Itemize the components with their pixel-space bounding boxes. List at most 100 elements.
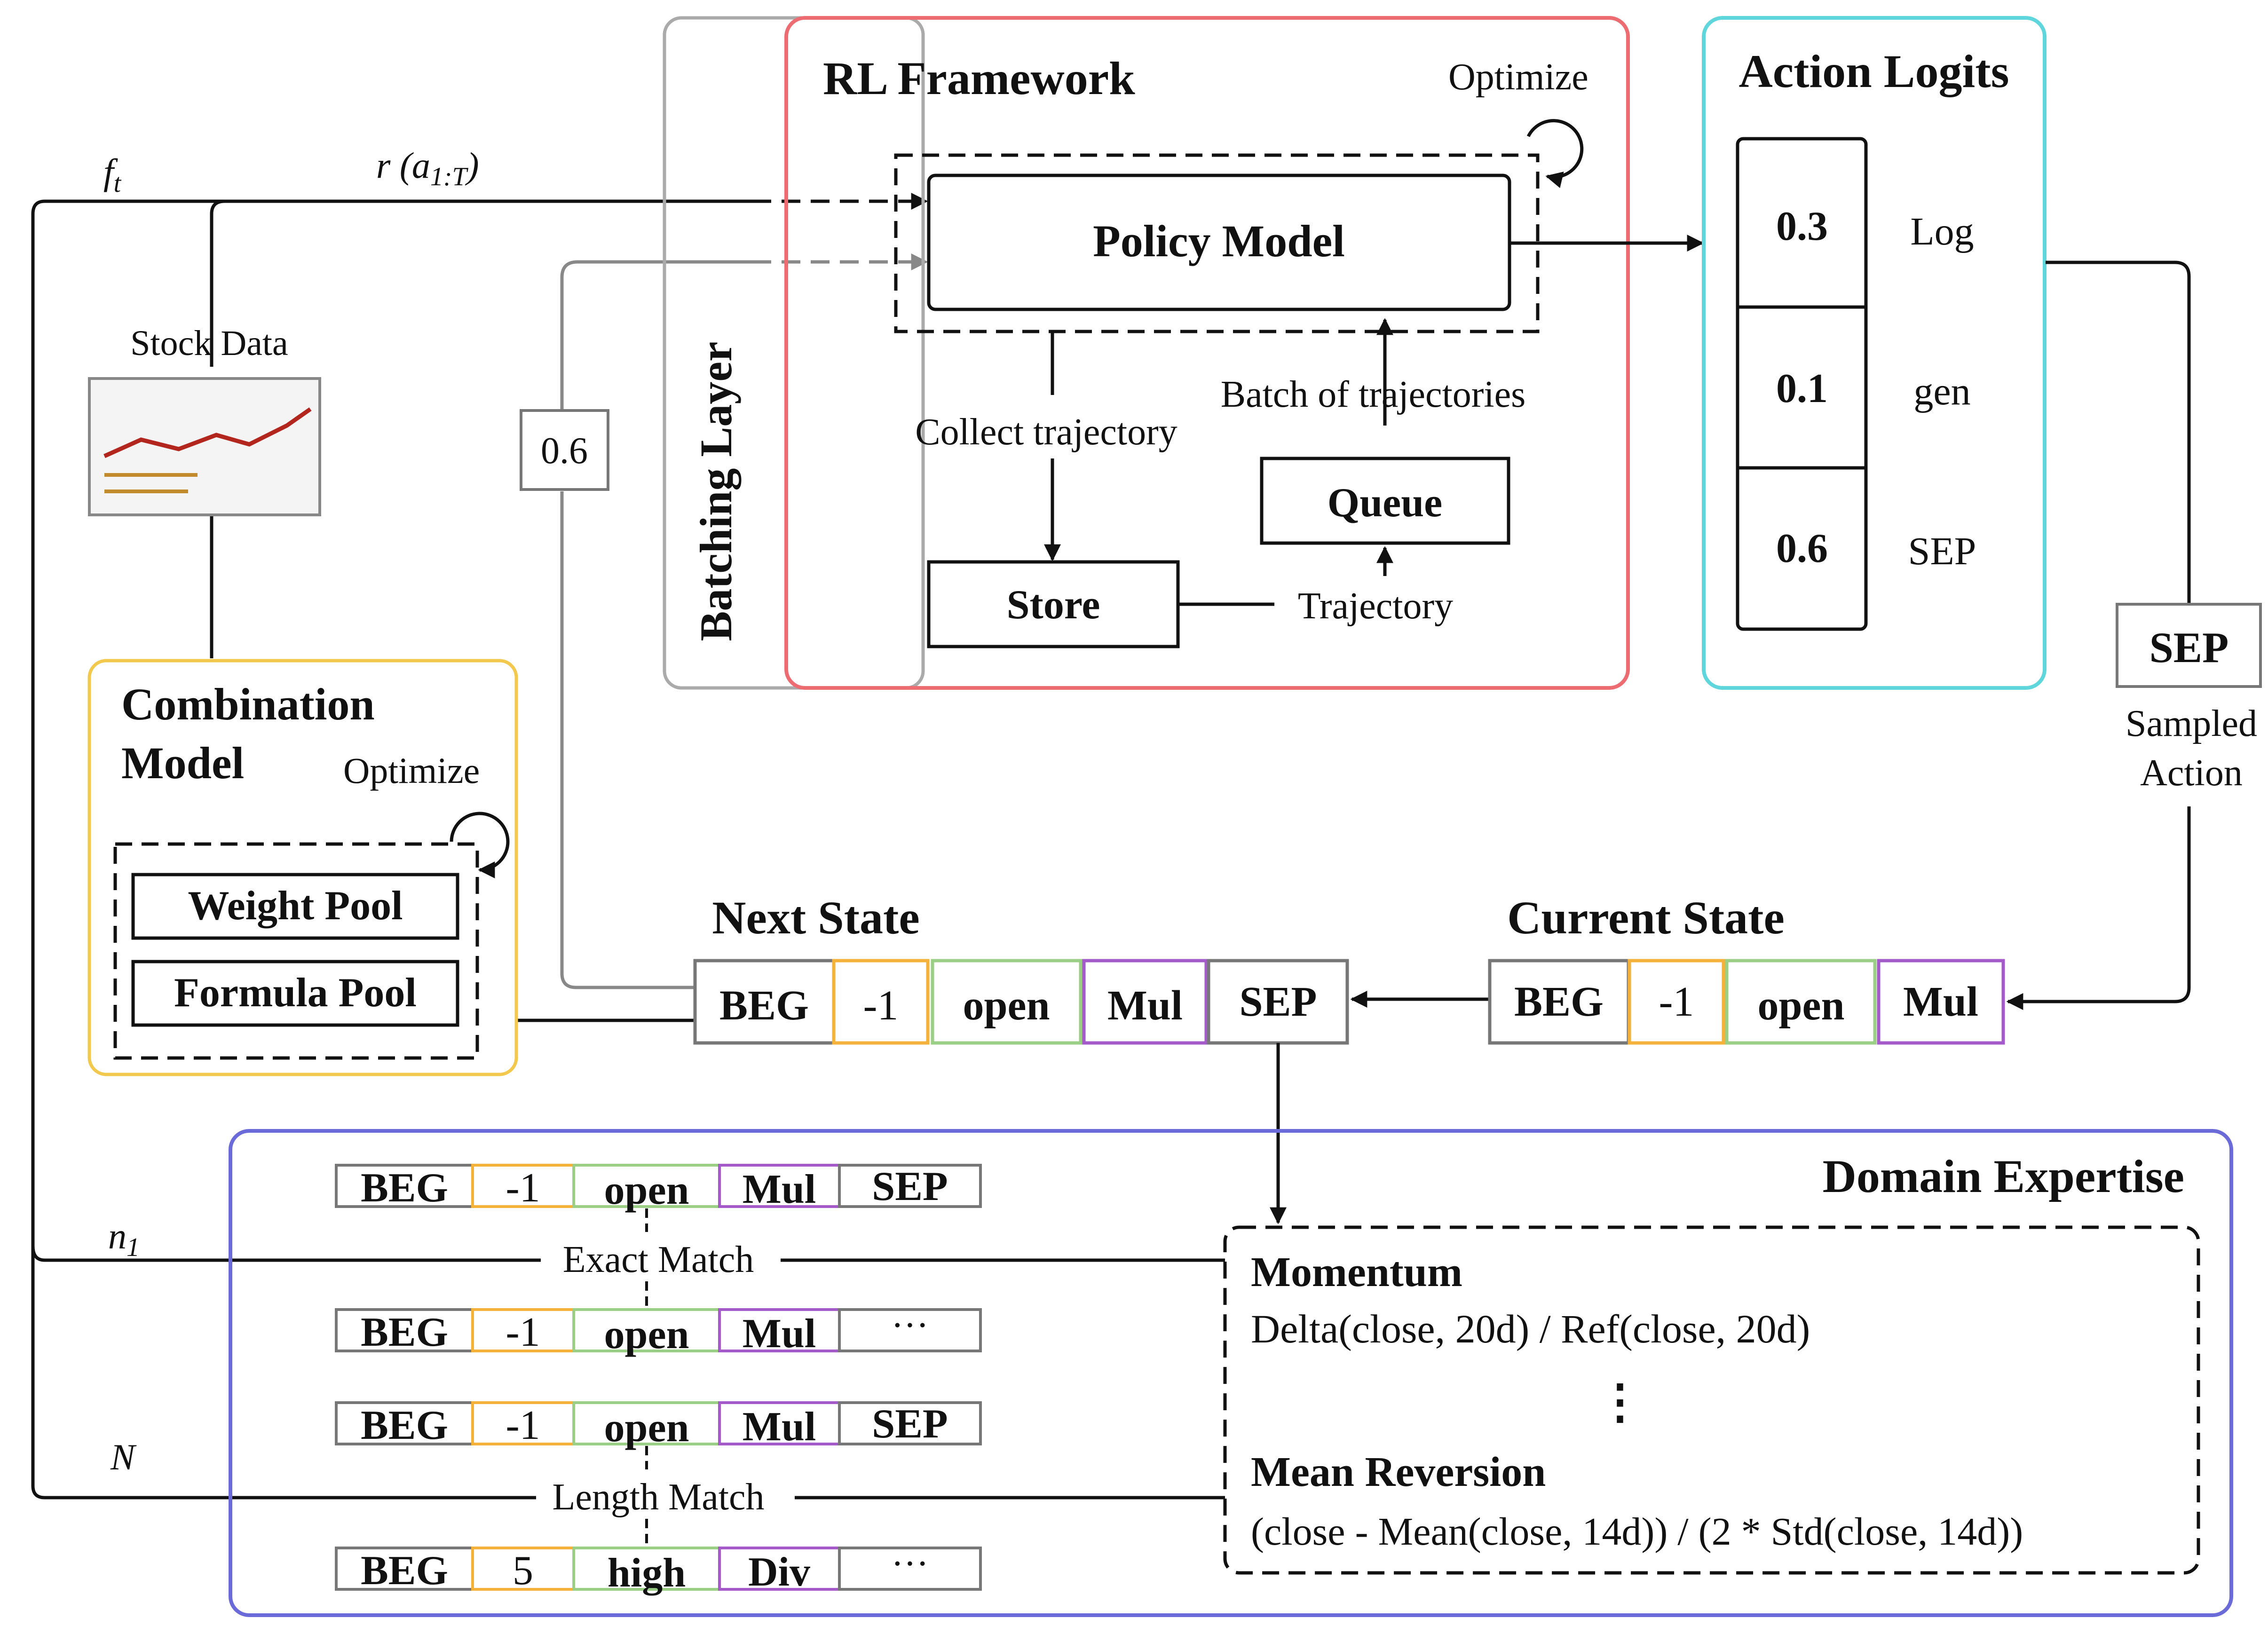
next-state-feedback — [560, 253, 928, 989]
svg-text:SEP: SEP — [872, 1164, 948, 1209]
domain-expertise-border — [229, 1129, 2233, 1617]
input-labels: ft r (a1:T) n1 N — [103, 145, 479, 1477]
store-box — [927, 560, 1180, 648]
state-token — [1628, 959, 1725, 1045]
svg-text:r (a1:T): r (a1:T) — [376, 145, 479, 191]
stock-data: Stock Data — [88, 324, 321, 516]
logit-row: 0.3 Log — [1776, 204, 1974, 253]
rl-optimize: Optimize — [1448, 56, 1588, 98]
rl-framework: RL Framework Optimize Policy Model Colle… — [784, 16, 1704, 690]
state-token — [832, 959, 930, 1045]
svg-text:SEP: SEP — [1239, 979, 1317, 1025]
svg-text:-1: -1 — [506, 1310, 540, 1355]
weight-pool — [131, 873, 459, 940]
queue-box — [1260, 457, 1510, 545]
batching-layer-border — [663, 16, 925, 690]
svg-text:N: N — [110, 1437, 137, 1477]
mean-reversion-title: Mean Reversion — [1251, 1449, 1546, 1495]
svg-text:5: 5 — [513, 1548, 533, 1594]
policy-dashed-box — [894, 153, 1540, 333]
combination-model-border — [87, 659, 518, 1076]
domain-expertise: Domain Expertise BEG -1 open Mul SEP Exa… — [229, 1129, 2233, 1617]
combination-optimize-loop-icon — [450, 812, 510, 878]
token-sequence: BEG -1 open Mul SEP — [335, 1164, 982, 1213]
action-logits-border — [1702, 16, 2047, 690]
svg-text:open: open — [963, 982, 1050, 1029]
logit-row: 0.1 gen — [1776, 366, 1971, 413]
combination-model: Combination Model Optimize Weight Pool F… — [87, 659, 518, 1076]
svg-text:open: open — [604, 1312, 689, 1358]
svg-text:high: high — [608, 1550, 686, 1596]
svg-text:ft: ft — [103, 151, 122, 198]
svg-text:SEP: SEP — [1908, 529, 1976, 573]
svg-text:Queue: Queue — [1328, 480, 1442, 526]
svg-text:0.6: 0.6 — [1776, 526, 1828, 571]
formula-pool — [131, 960, 459, 1027]
batching-layer-label: Batching Layer — [691, 341, 741, 641]
svg-text:BEG: BEG — [361, 1548, 448, 1594]
rl-title: RL Framework — [823, 52, 1135, 104]
svg-text:Mul: Mul — [743, 1404, 816, 1450]
policy-optimize-loop-icon — [1526, 119, 1584, 188]
svg-text:0.6: 0.6 — [541, 430, 588, 472]
action-logits-title: Action Logits — [1739, 45, 2009, 97]
svg-text:BEG: BEG — [1514, 979, 1604, 1025]
svg-text:BEG: BEG — [719, 982, 809, 1029]
sampled-action: SEP Sampled Action — [2006, 260, 2262, 1010]
svg-text:open: open — [604, 1168, 689, 1213]
state-token — [693, 959, 836, 1045]
sampled-token-box — [2116, 603, 2262, 688]
svg-text:-1: -1 — [506, 1165, 540, 1211]
length-match-label: Length Match — [553, 1476, 765, 1518]
token-sequence: BEG -1 open Mul SEP — [335, 1401, 982, 1451]
current-state: Current State BEG -1 open Mul — [1488, 892, 2005, 1045]
svg-text:BEG: BEG — [361, 1165, 448, 1211]
exact-match-label: Exact Match — [563, 1239, 754, 1280]
svg-text:Formula Pool: Formula Pool — [174, 970, 417, 1016]
trajectory-label: Trajectory — [1298, 585, 1453, 627]
svg-text:Mul: Mul — [743, 1167, 816, 1212]
batch-of-trajectories-label: Batch of trajectories — [1221, 374, 1526, 415]
svg-text:SEP: SEP — [2149, 624, 2229, 671]
token-sequence: BEG -1 open Mul ··· — [335, 1305, 982, 1358]
svg-text:Mul: Mul — [1903, 979, 1978, 1025]
state-token — [1725, 959, 1877, 1045]
current-state-title: Current State — [1507, 892, 1785, 944]
svg-text:0.3: 0.3 — [1776, 204, 1828, 249]
sampled-label-1: Sampled — [2126, 703, 2257, 744]
domain-title: Domain Expertise — [1823, 1150, 2184, 1202]
collect-trajectory-label: Collect trajectory — [915, 411, 1177, 453]
rl-framework-border — [784, 16, 1630, 690]
next-state: Next State BEG -1 open Mul SEP — [693, 892, 1488, 1224]
formula-dashed-box — [1223, 1225, 2200, 1575]
combination-title-1: Combination — [121, 679, 375, 729]
svg-text:n1: n1 — [108, 1216, 140, 1262]
next-state-title: Next State — [712, 892, 920, 944]
ellipsis-icon: ⋮ — [1596, 1376, 1644, 1428]
svg-text:Policy Model: Policy Model — [1093, 216, 1345, 266]
batching-layer: Batching Layer 0.6 — [520, 16, 925, 690]
stock-data-label: Stock Data — [130, 324, 288, 363]
svg-text:-1: -1 — [506, 1403, 540, 1448]
svg-text:Store: Store — [1007, 582, 1100, 628]
svg-text:gen: gen — [1913, 370, 1970, 413]
svg-text:0.1: 0.1 — [1776, 366, 1828, 411]
svg-text:Mul: Mul — [1107, 982, 1183, 1029]
svg-text:-1: -1 — [1659, 979, 1694, 1025]
logit-row: 0.6 SEP — [1776, 526, 1976, 573]
combination-optimize: Optimize — [343, 750, 480, 791]
svg-text:···: ··· — [891, 1305, 929, 1346]
svg-text:open: open — [1757, 982, 1844, 1029]
reward-value-box — [520, 409, 609, 491]
sampled-label-2: Action — [2140, 752, 2243, 794]
combination-title-2: Model — [121, 738, 244, 788]
logits-column — [1736, 137, 1868, 631]
state-token — [1082, 959, 1208, 1045]
mean-reversion-formula: (close - Mean(close, 14d)) / (2 * Std(cl… — [1251, 1510, 2023, 1554]
token-sequence: BEG 5 high Div ··· — [335, 1543, 982, 1596]
action-logits: Action Logits 0.3 Log 0.1 gen 0.6 SEP — [1702, 16, 2047, 690]
svg-text:-1: -1 — [863, 982, 899, 1029]
momentum-title: Momentum — [1251, 1249, 1462, 1295]
svg-text:SEP: SEP — [872, 1401, 948, 1447]
